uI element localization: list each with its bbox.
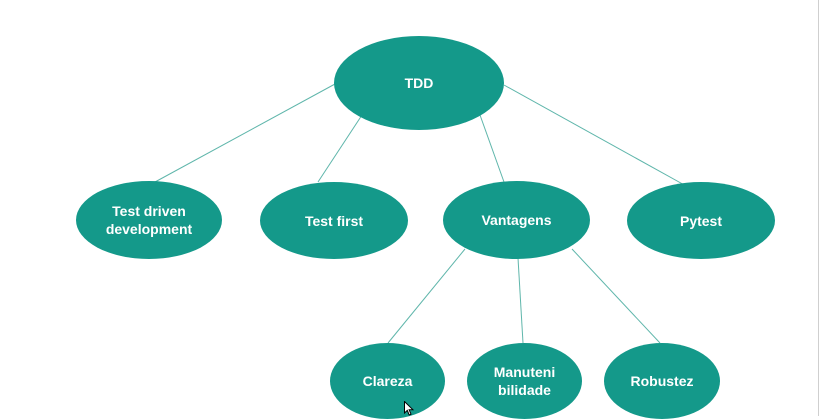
edge-tdd-pytest bbox=[503, 84, 689, 188]
node-test-first-label: Test first bbox=[304, 212, 364, 229]
node-robustez-label: Robustez bbox=[630, 373, 694, 389]
node-test-first[interactable]: Test first bbox=[260, 182, 408, 259]
node-tdd-label: TDD bbox=[404, 75, 434, 91]
node-tdd[interactable]: TDD bbox=[334, 36, 504, 130]
node-pytest-label: Pytest bbox=[679, 212, 723, 229]
node-manutenibilidade[interactable]: Manuteni bilidade bbox=[467, 343, 582, 419]
node-robustez[interactable]: Robustez bbox=[604, 343, 720, 419]
node-vantagens[interactable]: Vantagens bbox=[443, 181, 590, 259]
mouse-pointer-icon bbox=[404, 401, 414, 416]
node-vantagens-label: Vantagens bbox=[481, 212, 552, 228]
node-pytest[interactable]: Pytest bbox=[627, 182, 775, 259]
edge-tdd-test-first bbox=[317, 114, 363, 183]
edge-vantagens-manutenibilidade bbox=[517, 257, 524, 344]
edge-vantagens-robustez bbox=[571, 248, 661, 344]
node-clareza-label: Clareza bbox=[362, 373, 413, 389]
node-clareza[interactable]: Clareza bbox=[330, 343, 445, 419]
node-manutenibilidade-label: Manuteni bilidade bbox=[493, 364, 556, 398]
node-test-driven-development-label: Test driven development bbox=[105, 203, 193, 237]
edge-tdd-vantagens bbox=[479, 114, 505, 183]
node-test-driven-development[interactable]: Test driven development bbox=[76, 181, 222, 259]
edge-tdd-test-driven bbox=[154, 83, 336, 183]
edge-vantagens-clareza bbox=[387, 248, 466, 344]
page-right-edge bbox=[818, 0, 819, 416]
